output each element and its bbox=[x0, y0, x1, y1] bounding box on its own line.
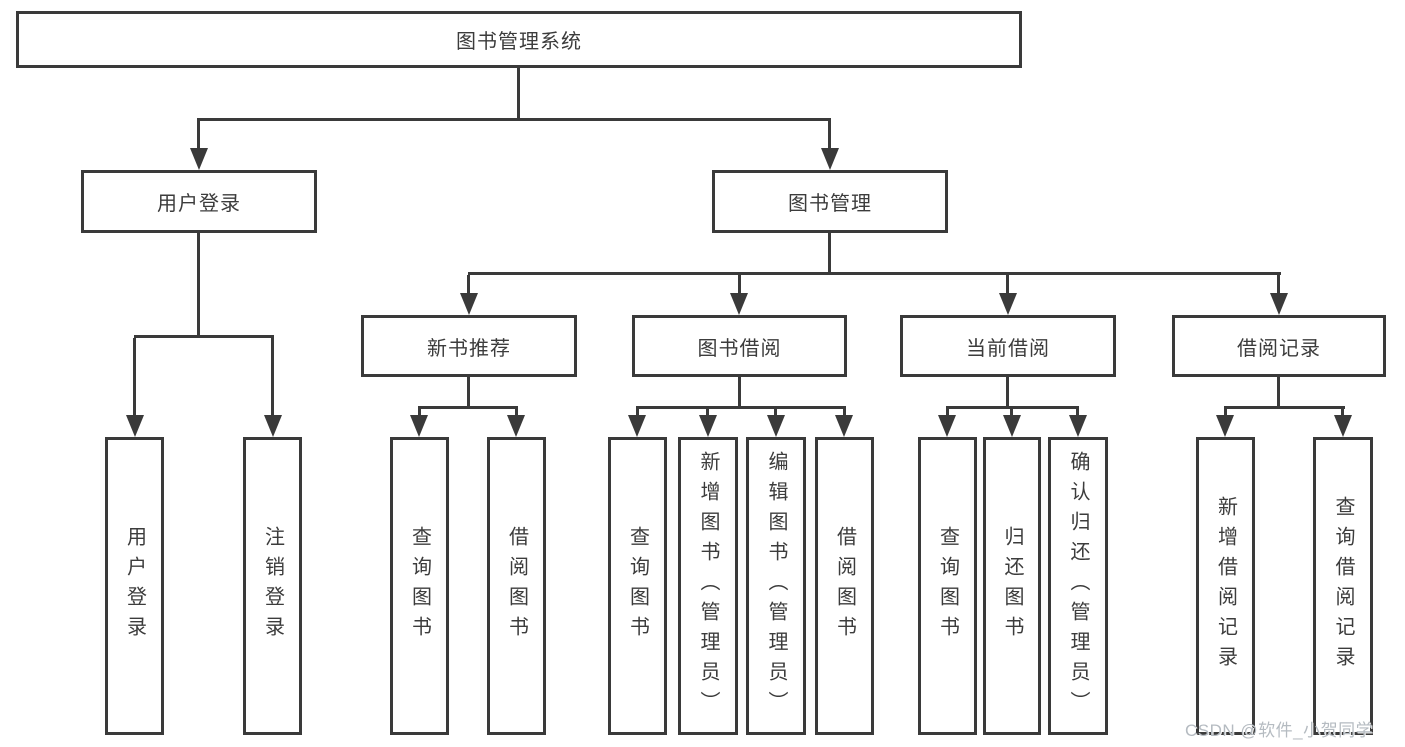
leaf-label: 归还图书 bbox=[1001, 526, 1023, 646]
connector-borrow-drop bbox=[738, 275, 741, 294]
connector-current-drop bbox=[1006, 275, 1009, 294]
arrow-leaf bbox=[699, 415, 717, 437]
leaf-label: 确认归还（管理员） bbox=[1067, 451, 1089, 721]
leaf-label: 新增借阅记录 bbox=[1214, 496, 1237, 676]
connector-leaf-logout-drop bbox=[271, 338, 274, 416]
leaf-user-login: 用户登录 bbox=[105, 437, 164, 735]
leaf-add-book-admin: 新增图书（管理员） bbox=[678, 437, 738, 735]
arrow-new-book bbox=[460, 293, 478, 315]
connector-book-borrow-stem bbox=[738, 377, 741, 409]
csdn-watermark: CSDN @软件_小贺同学 bbox=[1185, 721, 1374, 740]
connector-drop bbox=[636, 406, 639, 416]
leaf-label: 新增图书（管理员） bbox=[697, 451, 719, 721]
leaf-borrow-book-recommend: 借阅图书 bbox=[487, 437, 546, 735]
leaf-label: 查询借阅记录 bbox=[1332, 496, 1354, 676]
connector-level3-bar bbox=[468, 272, 1281, 275]
connector-drop bbox=[946, 406, 949, 416]
arrow-user-login bbox=[190, 148, 208, 170]
arrow-leaf-login bbox=[126, 415, 144, 437]
connector-drop bbox=[515, 406, 518, 416]
node-book-management: 图书管理 bbox=[712, 170, 948, 233]
connector-new-book-bar bbox=[418, 406, 518, 409]
leaf-label: 借阅图书 bbox=[833, 526, 856, 646]
leaf-label: 查询图书 bbox=[626, 526, 649, 646]
arrow-leaf bbox=[1069, 415, 1087, 437]
connector-user-login-stem bbox=[197, 233, 200, 338]
node-current-borrow: 当前借阅 bbox=[900, 315, 1116, 377]
connector-drop bbox=[843, 406, 846, 416]
connector-drop bbox=[1341, 406, 1344, 416]
leaf-query-book-current: 查询图书 bbox=[918, 437, 977, 735]
arrow-leaf bbox=[410, 415, 428, 437]
node-book-borrow: 图书借阅 bbox=[632, 315, 847, 377]
leaf-query-book-borrow: 查询图书 bbox=[608, 437, 667, 735]
arrow-leaf bbox=[628, 415, 646, 437]
arrow-borrow bbox=[730, 293, 748, 315]
arrow-leaf bbox=[1334, 415, 1352, 437]
connector-records-bar bbox=[1224, 406, 1345, 409]
connector-records-drop bbox=[1277, 275, 1280, 294]
connector-records-stem bbox=[1277, 377, 1280, 409]
arrow-records bbox=[1270, 293, 1288, 315]
connector-root-stem bbox=[517, 68, 520, 121]
leaf-add-borrow-record: 新增借阅记录 bbox=[1196, 437, 1255, 735]
connector-new-book-stem bbox=[467, 377, 470, 409]
leaf-edit-book-admin: 编辑图书（管理员） bbox=[746, 437, 806, 735]
leaf-query-borrow-record: 查询借阅记录 bbox=[1313, 437, 1373, 735]
connector-user-login-bar bbox=[134, 335, 274, 338]
leaf-confirm-return-admin: 确认归还（管理员） bbox=[1048, 437, 1108, 735]
arrow-leaf bbox=[767, 415, 785, 437]
node-borrow-records: 借阅记录 bbox=[1172, 315, 1386, 377]
connector-book-mgmt-stem bbox=[828, 233, 831, 275]
leaf-label: 查询图书 bbox=[408, 526, 431, 646]
node-new-book-recommend: 新书推荐 bbox=[361, 315, 577, 377]
arrow-book-mgmt bbox=[821, 148, 839, 170]
leaf-query-book-recommend: 查询图书 bbox=[390, 437, 449, 735]
connector-drop bbox=[1076, 406, 1079, 416]
connector-book-mgmt-drop bbox=[828, 121, 831, 149]
connector-drop bbox=[418, 406, 421, 416]
connector-level2-bar bbox=[197, 118, 831, 121]
connector-user-login-drop bbox=[197, 121, 200, 149]
arrow-leaf bbox=[1003, 415, 1021, 437]
arrow-leaf bbox=[507, 415, 525, 437]
leaf-label: 编辑图书（管理员） bbox=[765, 451, 787, 721]
arrow-leaf-logout bbox=[264, 415, 282, 437]
node-root: 图书管理系统 bbox=[16, 11, 1022, 68]
connector-new-book-drop bbox=[467, 275, 470, 294]
arrow-leaf bbox=[938, 415, 956, 437]
node-user-login: 用户登录 bbox=[81, 170, 317, 233]
connector-drop bbox=[1224, 406, 1227, 416]
leaf-label: 用户登录 bbox=[123, 526, 146, 646]
leaf-label: 查询图书 bbox=[936, 526, 959, 646]
connector-current-stem bbox=[1006, 377, 1009, 409]
leaf-logout: 注销登录 bbox=[243, 437, 302, 735]
arrow-leaf bbox=[835, 415, 853, 437]
leaf-label: 借阅图书 bbox=[505, 526, 528, 646]
arrow-current bbox=[999, 293, 1017, 315]
leaf-return-book: 归还图书 bbox=[983, 437, 1041, 735]
connector-leaf-login-drop bbox=[133, 338, 136, 416]
leaf-borrow-book: 借阅图书 bbox=[815, 437, 874, 735]
connector-drop bbox=[706, 406, 709, 416]
connector-drop bbox=[1010, 406, 1013, 416]
leaf-label: 注销登录 bbox=[261, 526, 284, 646]
connector-drop bbox=[774, 406, 777, 416]
arrow-leaf bbox=[1216, 415, 1234, 437]
connector-book-borrow-bar bbox=[636, 406, 846, 409]
